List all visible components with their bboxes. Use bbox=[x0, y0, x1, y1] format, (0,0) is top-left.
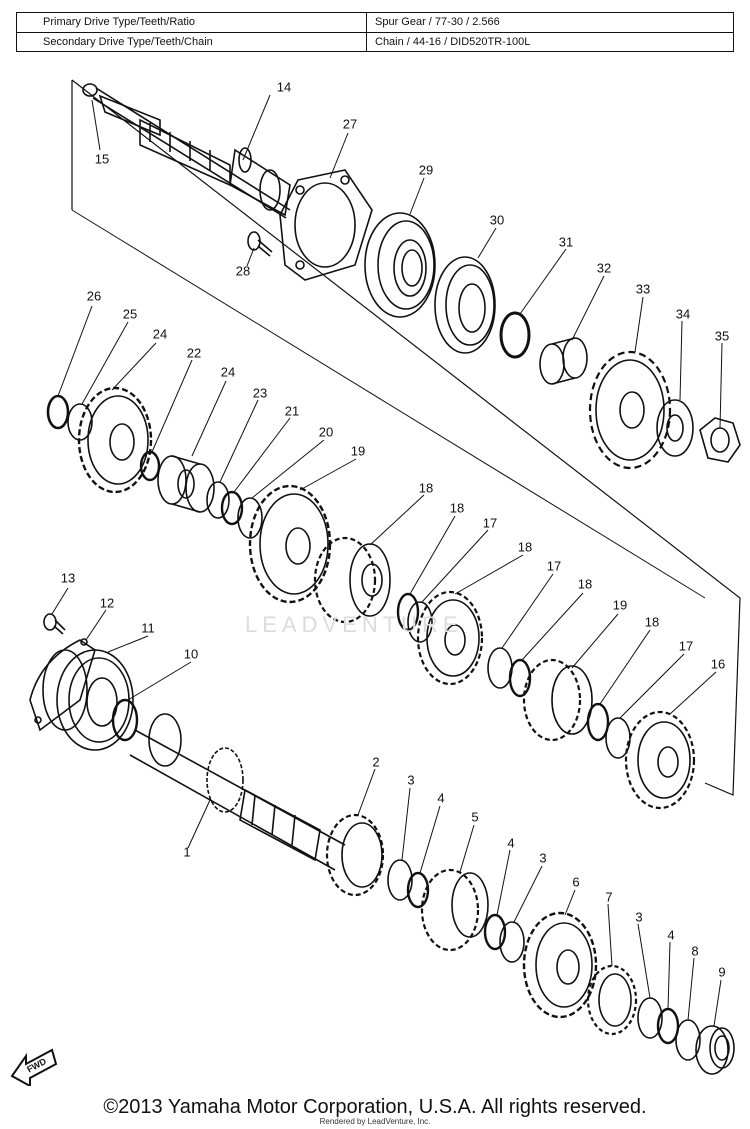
callout-36: 33 bbox=[635, 281, 651, 297]
spec-value: Spur Gear / 77-30 / 2.566 bbox=[375, 16, 500, 28]
gear-2 bbox=[325, 813, 385, 897]
spec-label: Primary Drive Type/Teeth/Ratio bbox=[17, 13, 367, 32]
callout-27: 24 bbox=[152, 326, 168, 342]
gear-16 bbox=[624, 710, 696, 810]
circlip-24b bbox=[220, 490, 244, 526]
gear-22 bbox=[248, 484, 332, 604]
circlip-18b bbox=[508, 658, 532, 698]
watermark: LEADVENTURE bbox=[245, 612, 463, 637]
callout-18b: 18 bbox=[577, 576, 593, 592]
gear-20 bbox=[416, 590, 484, 686]
lock-washer-37 bbox=[656, 399, 694, 457]
circlip-34 bbox=[499, 311, 531, 359]
circlip-4b bbox=[483, 913, 507, 951]
forward-arrow-icon: FWD bbox=[10, 1048, 58, 1086]
callout-2: 2 bbox=[372, 754, 380, 770]
callout-31: 28 bbox=[235, 263, 251, 279]
callout-17b: 17 bbox=[546, 558, 562, 574]
bushing-26 bbox=[157, 455, 215, 513]
callout-11: 11 bbox=[141, 620, 155, 636]
callout-4b: 4 bbox=[507, 835, 515, 851]
callout-9: 9 bbox=[718, 964, 726, 980]
washer-17b bbox=[487, 647, 513, 689]
screw-13 bbox=[43, 613, 66, 635]
callout-4a: 4 bbox=[437, 790, 445, 806]
callout-32: 29 bbox=[418, 162, 434, 178]
callout-34: 31 bbox=[558, 234, 574, 250]
callout-25: 23 bbox=[252, 385, 268, 401]
circlip-29 bbox=[46, 394, 70, 430]
callout-1: 1 bbox=[183, 844, 191, 860]
callout-3b: 3 bbox=[539, 850, 547, 866]
bearing-32 bbox=[364, 212, 436, 318]
drive-axle bbox=[82, 83, 291, 219]
gear-5 bbox=[420, 868, 489, 952]
callout-3c: 3 bbox=[635, 909, 643, 925]
spec-row-secondary: Secondary Drive Type/Teeth/Chain Chain /… bbox=[17, 32, 733, 52]
callout-16: 16 bbox=[710, 656, 726, 672]
callout-38: 35 bbox=[714, 328, 730, 344]
circlip-4a bbox=[406, 871, 430, 909]
circlip-18c bbox=[586, 702, 610, 742]
spec-row-primary: Primary Drive Type/Teeth/Ratio Spur Gear… bbox=[17, 13, 733, 32]
bearing-33 bbox=[434, 256, 496, 354]
callout-28: 25 bbox=[122, 306, 138, 322]
callout-19: 19 bbox=[612, 597, 628, 613]
diagram-drawing bbox=[29, 79, 741, 1075]
callout-5: 5 bbox=[471, 809, 479, 825]
washer-17a bbox=[407, 601, 433, 643]
callout-17a: 17 bbox=[482, 515, 498, 531]
callout-30: 27 bbox=[342, 116, 358, 132]
transmission-exploded-diagram: 14 15 27 28 29 30 31 32 33 34 35 26 25 2… bbox=[0, 60, 750, 1090]
callout-20: 18 bbox=[517, 539, 533, 555]
spec-label: Secondary Drive Type/Teeth/Chain bbox=[17, 33, 367, 52]
gear-7 bbox=[586, 964, 638, 1036]
drive-sprocket-36 bbox=[588, 350, 672, 470]
callout-3a: 3 bbox=[407, 772, 415, 788]
callout-15: 15 bbox=[94, 151, 110, 167]
circlip-24a bbox=[139, 450, 161, 482]
callout-23: 20 bbox=[318, 424, 334, 440]
spec-table: Primary Drive Type/Teeth/Ratio Spur Gear… bbox=[16, 12, 734, 52]
circlip-10 bbox=[111, 698, 139, 742]
callout-18c: 18 bbox=[644, 614, 660, 630]
callout-33: 30 bbox=[489, 212, 505, 228]
washer-3a bbox=[387, 859, 413, 901]
washer-25 bbox=[206, 481, 230, 519]
bearing-retainer-12 bbox=[29, 638, 96, 732]
spacer-35 bbox=[539, 337, 588, 385]
bearing-cover-plate bbox=[279, 169, 373, 281]
callout-4c: 4 bbox=[667, 927, 675, 943]
gear-19 bbox=[522, 658, 593, 742]
callout-18a: 18 bbox=[449, 500, 465, 516]
callout-7: 7 bbox=[605, 889, 613, 905]
callout-21: 18 bbox=[418, 480, 434, 496]
needle-bearing-9 bbox=[695, 1025, 735, 1075]
circlip-18a bbox=[396, 592, 420, 632]
gear-27 bbox=[77, 386, 153, 494]
callout-29: 26 bbox=[86, 288, 102, 304]
rendered-by-footer: Rendered by LeadVenture, Inc. bbox=[319, 1117, 431, 1126]
callout-10: 10 bbox=[183, 646, 199, 662]
copyright-footer: ©2013 Yamaha Motor Corporation, U.S.A. A… bbox=[103, 1096, 647, 1118]
callout-8: 8 bbox=[691, 943, 699, 959]
callout-17c: 17 bbox=[678, 638, 694, 654]
callout-13: 13 bbox=[60, 570, 76, 586]
washer-23 bbox=[237, 497, 263, 539]
callout-26: 24 bbox=[220, 364, 236, 380]
gear-6 bbox=[522, 911, 598, 1019]
callout-22: 19 bbox=[350, 443, 366, 459]
main-axle-1 bbox=[129, 713, 346, 871]
callout-6: 6 bbox=[572, 874, 580, 890]
callout-35: 32 bbox=[596, 260, 612, 276]
callout-37: 34 bbox=[675, 306, 691, 322]
callout-24b: 21 bbox=[284, 403, 300, 419]
washer-3b bbox=[499, 921, 525, 963]
gear-21 bbox=[313, 536, 391, 624]
callout-14: 14 bbox=[276, 79, 292, 95]
callout-24a: 22 bbox=[186, 345, 202, 361]
spec-value: Chain / 44-16 / DID520TR-100L bbox=[375, 36, 531, 48]
callout-12: 12 bbox=[99, 595, 115, 611]
screw-31 bbox=[247, 231, 273, 257]
